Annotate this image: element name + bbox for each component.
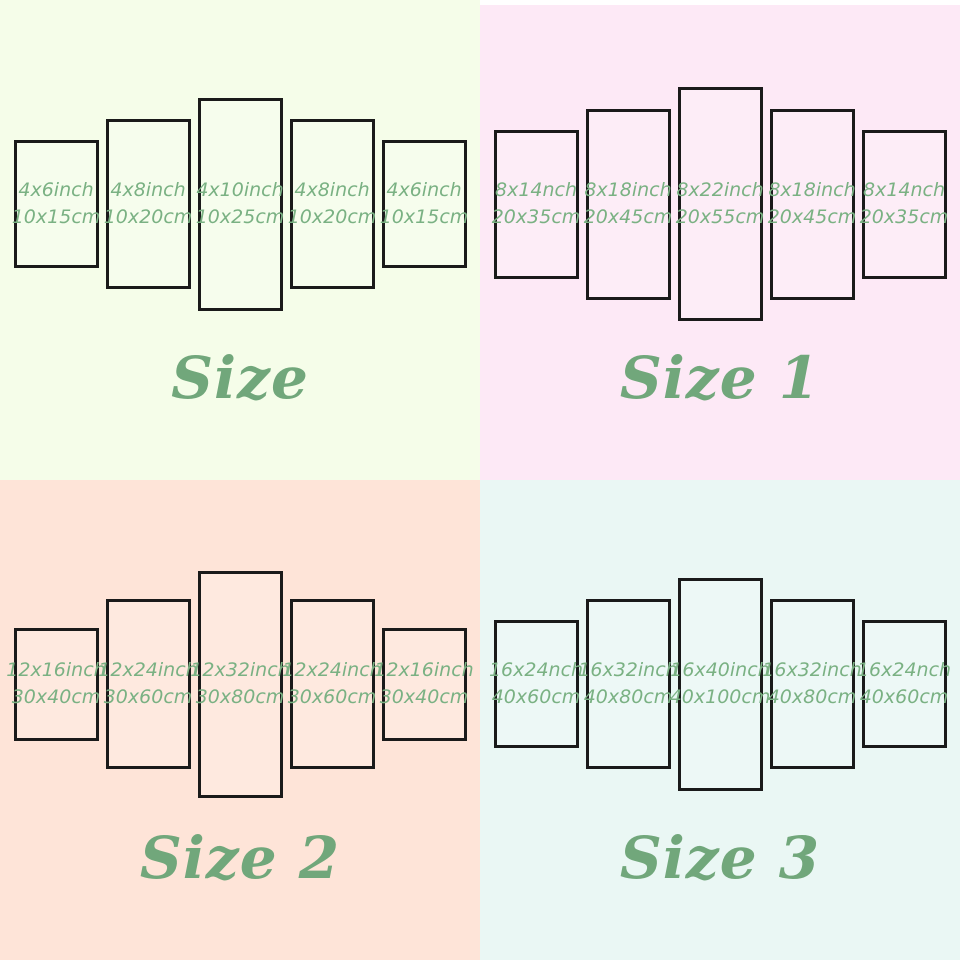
panel-size-inch-label: 8x22inch (676, 179, 764, 201)
panel-size-cm-label: 10x20cm (287, 206, 377, 228)
panel-size-inch-label: 4x6inch (18, 179, 94, 201)
panel-size-inch-label: 12x16inch (6, 659, 106, 681)
panel-size-cm-label: 10x25cm (195, 206, 285, 228)
panel-size-cm-label: 40x60cm (491, 686, 581, 708)
size-panel: 12x24inch 30x60cm (98, 599, 198, 769)
size-panel: 12x16inch 30x40cm (6, 627, 106, 741)
panel-size-inch-label: 16x32inch (762, 659, 862, 681)
quadrant-title: Size (171, 344, 309, 412)
panel-size-cm-label: 40x100cm (669, 686, 771, 708)
panel-size-inch-label: 16x24nch (488, 659, 584, 681)
size-panel: 16x40inch 40x100cm (670, 577, 770, 791)
panel-size-cm-label: 40x80cm (583, 686, 673, 708)
quadrant-title: Size 3 (619, 824, 821, 892)
panel-size-cm-label: 30x40cm (11, 686, 101, 708)
panel-size-cm-label: 20x35cm (491, 206, 581, 228)
panel-size-inch-label: 12x24inch (98, 659, 198, 681)
quadrant-title: Size 2 (139, 824, 341, 892)
size-panel: 8x18inch 20x45cm (583, 108, 673, 300)
panel-size-cm-label: 40x60cm (859, 686, 949, 708)
panel-size-inch-label: 8x18inch (584, 179, 672, 201)
size-panel: 4x6inch 10x15cm (11, 140, 101, 268)
size-panel: 8x22inch 20x55cm (675, 87, 765, 321)
panel-size-inch-label: 4x6inch (386, 179, 462, 201)
size-panel: 4x8inch 10x20cm (103, 119, 193, 289)
panel-size-inch-label: 8x18inch (768, 179, 856, 201)
size-panel: 12x16inch 30x40cm (374, 627, 474, 741)
quadrant-title: Size 1 (619, 344, 821, 412)
size-panel: 16x24nch 40x60cm (857, 620, 951, 748)
panel-size-cm-label: 10x20cm (103, 206, 193, 228)
panel-size-cm-label: 20x35cm (859, 206, 949, 228)
panel-size-inch-label: 12x32inch (190, 659, 290, 681)
size-panel: 8x14nch 20x35cm (859, 129, 949, 279)
panel-size-cm-label: 20x45cm (767, 206, 857, 228)
white-edge-strip (480, 0, 960, 5)
panel-size-inch-label: 4x8inch (294, 179, 370, 201)
size-panel: 16x32inch 40x80cm (762, 599, 862, 769)
size-panel: 16x24nch 40x60cm (489, 620, 583, 748)
panel-size-cm-label: 20x55cm (675, 206, 765, 228)
panel-size-cm-label: 40x80cm (767, 686, 857, 708)
size-panel: 8x18inch 20x45cm (767, 108, 857, 300)
panel-size-cm-label: 20x45cm (583, 206, 673, 228)
panel-size-cm-label: 10x15cm (379, 206, 469, 228)
panel-size-cm-label: 30x80cm (195, 686, 285, 708)
size-panel: 12x24inch 30x60cm (282, 599, 382, 769)
panel-size-inch-label: 12x24inch (282, 659, 382, 681)
panel-size-inch-label: 16x40inch (670, 659, 770, 681)
panel-size-inch-label: 4x10inch (196, 179, 284, 201)
panel-size-inch-label: 16x24nch (856, 659, 952, 681)
panel-size-inch-label: 8x14nch (862, 179, 946, 201)
size-panel: 4x8inch 10x20cm (287, 119, 377, 289)
size-panel: 16x32inch 40x80cm (578, 599, 678, 769)
panel-size-inch-label: 16x32inch (578, 659, 678, 681)
panel-size-inch-label: 8x14nch (494, 179, 578, 201)
panel-size-cm-label: 30x40cm (379, 686, 469, 708)
size-panel: 12x32inch 30x80cm (190, 570, 290, 798)
panel-size-cm-label: 30x60cm (287, 686, 377, 708)
panel-size-cm-label: 30x60cm (103, 686, 193, 708)
panel-size-inch-label: 12x16inch (374, 659, 474, 681)
size-panel: 8x14nch 20x35cm (491, 129, 581, 279)
panel-size-cm-label: 10x15cm (11, 206, 101, 228)
size-panel: 4x10inch 10x25cm (195, 97, 285, 311)
panel-size-inch-label: 4x8inch (110, 179, 186, 201)
size-panel: 4x6inch 10x15cm (379, 140, 469, 268)
